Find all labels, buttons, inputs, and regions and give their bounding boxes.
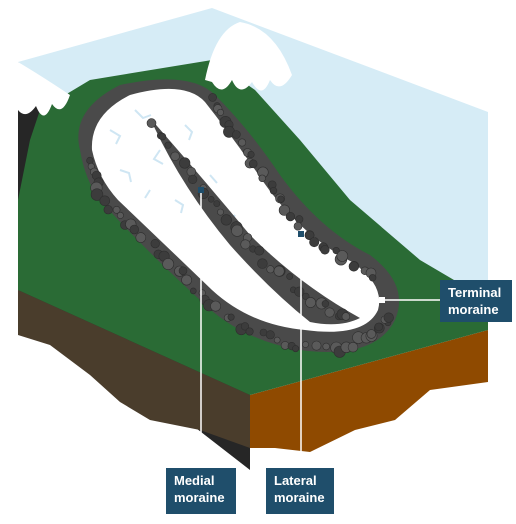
boulder [347,342,359,353]
boulder [146,118,157,128]
boulder [277,195,285,203]
boulder [188,174,198,184]
moraine-boulders [86,93,394,358]
boulder [285,212,296,222]
boulder [265,330,275,340]
boulder [383,312,394,323]
boulder [366,329,377,339]
boulder [320,245,330,255]
boulder [273,336,281,344]
lateral-moraine-label: Lateral moraine [266,468,334,514]
medial-leader-dot [198,187,204,193]
sky-right-panel [212,8,488,330]
boulder [286,273,294,280]
boulder [90,188,104,201]
boulder [257,258,268,269]
boulder [220,214,232,226]
boulder [273,265,285,277]
lateral-label-line1: Lateral [274,473,317,488]
boulder [217,208,224,216]
boulder [341,312,351,321]
lateral-label-line2: moraine [274,490,325,505]
boulder [207,196,215,203]
boulder [322,342,330,351]
medial-moraine-label: Medial moraine [166,468,236,514]
medial-label-line2: moraine [174,490,225,505]
boulder [248,159,258,169]
boulder [309,237,320,248]
boulder [240,239,251,250]
glacier-ice [91,88,380,332]
boulder [269,187,278,195]
left-peak-snow [18,62,70,116]
boulder [321,300,330,308]
boulder [305,230,315,241]
boulder [293,221,303,231]
terminal-leader-dot [379,297,385,303]
terminal-moraine-label: Terminal moraine [440,280,512,322]
boulder [266,265,275,274]
boulder [99,195,111,207]
boulder [135,232,147,243]
boulder [150,239,160,249]
boulder [112,206,121,214]
boulder [231,224,244,237]
boulder [368,274,377,282]
boulder [181,274,192,286]
boulder [247,150,255,159]
lateral-leader-dot [298,231,304,237]
boulder [190,287,197,295]
medial-label-line1: Medial [174,473,215,488]
boulder [179,157,191,169]
boulder [295,215,304,224]
boulder [238,138,247,147]
boulder [164,141,172,149]
boulder [311,340,322,351]
soil-side [18,290,250,448]
boulder [210,300,221,312]
boulder [178,266,188,276]
boulder [374,322,383,332]
boulder [302,341,309,348]
terminal-label-line1: Terminal [448,285,502,300]
soil-front [250,330,488,452]
boulder [103,205,113,215]
boulder [254,245,265,256]
boulder [217,108,225,116]
boulder [336,250,349,262]
boulder [278,204,291,216]
boulder [292,345,300,353]
sky-back-panel [18,8,212,100]
boulder [227,313,235,321]
boulder [324,307,335,318]
boulder [305,297,316,308]
boulder [129,224,140,235]
peak-snow [205,22,292,91]
boulder [186,167,197,177]
boulder [208,93,217,102]
boulder [86,156,94,165]
boulder [245,327,254,336]
boulder [258,174,266,183]
boulder [240,322,250,331]
boulder [213,200,221,207]
boulder [232,130,241,139]
boulder [332,247,340,255]
boulder [170,151,180,162]
boulder [116,211,124,219]
terminal-label-line2: moraine [448,302,499,317]
boulder [158,132,167,141]
boulder [162,258,175,270]
boulder [348,261,359,272]
